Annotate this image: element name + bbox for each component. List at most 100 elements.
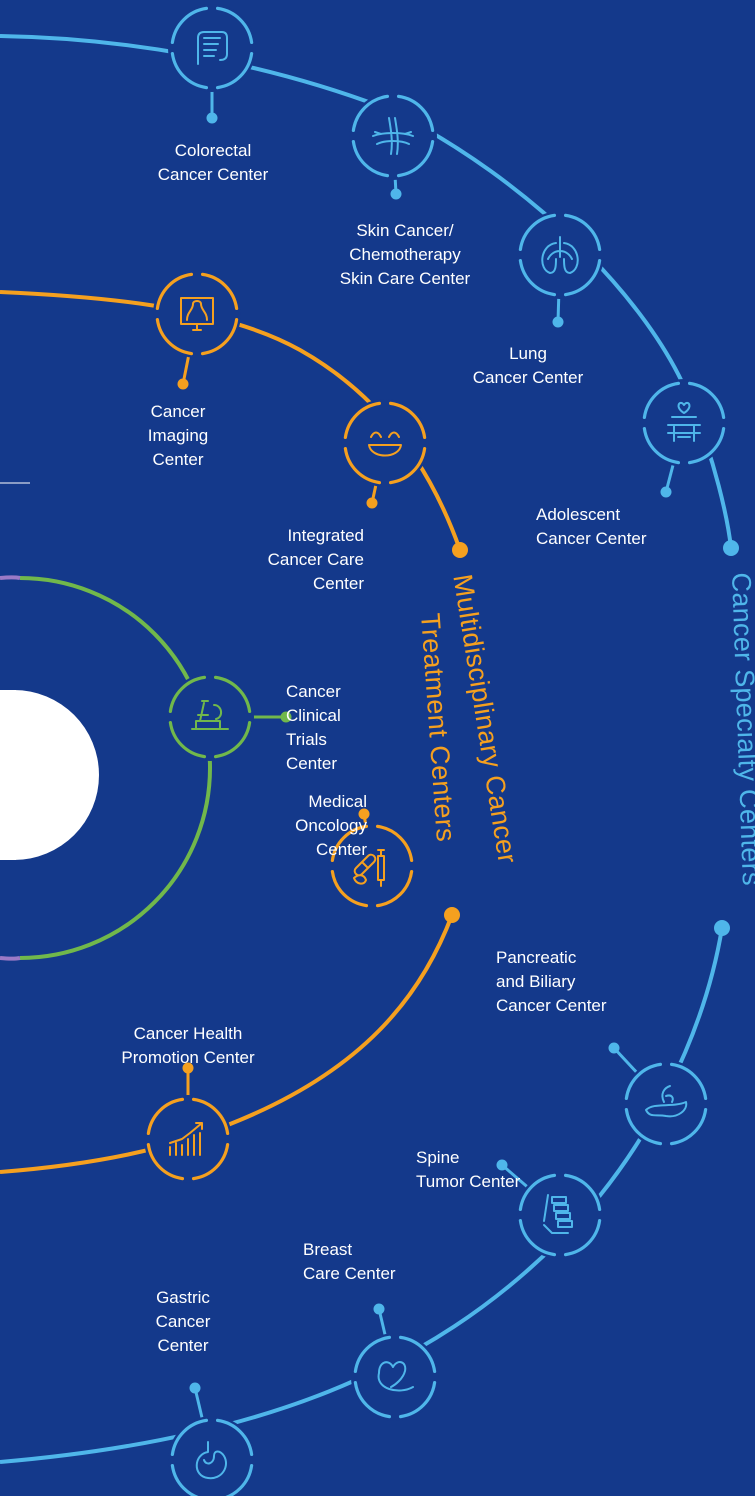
lungs-icon xyxy=(541,236,579,274)
core-white-circle xyxy=(14,690,99,860)
pancreatic-ring-segment xyxy=(669,1062,708,1101)
adolescent-ring-segment xyxy=(687,426,726,465)
pancreatic-ring-segment xyxy=(624,1107,663,1146)
adolescent-node-bg xyxy=(640,379,728,467)
skin-ring-segment xyxy=(351,139,390,178)
label-trials: Cancer Clinical Trials Center xyxy=(286,682,341,773)
breast-node-bg xyxy=(351,1333,439,1421)
pancreatic-ring-segment xyxy=(624,1062,663,1101)
core-white-edge xyxy=(0,690,16,860)
breast-node xyxy=(351,1303,439,1421)
pancreatic-ring-segment xyxy=(669,1107,708,1146)
stomach-icon xyxy=(195,1441,227,1480)
breast-ring-segment xyxy=(353,1380,392,1419)
skin-icon xyxy=(372,117,414,155)
specialty-ring-start-dot xyxy=(714,920,730,936)
medical-ring-segment xyxy=(330,824,369,863)
integrated-node-bg xyxy=(341,399,429,487)
lung-node xyxy=(516,211,604,328)
adolescent-node xyxy=(640,379,728,498)
health-node xyxy=(144,1062,232,1183)
colorectal-ring-segment xyxy=(215,51,254,90)
skin-ring-segment xyxy=(351,94,390,133)
colorectal-ring-segment xyxy=(170,6,209,45)
pancreas-icon xyxy=(645,1085,688,1118)
label-colorectal: Colorectal Cancer Center xyxy=(157,141,269,184)
label-spine: Spine Tumor Center xyxy=(416,1148,521,1191)
breast-ring-segment xyxy=(353,1335,392,1374)
breast-icon xyxy=(377,1361,414,1392)
colorectal-ring-segment xyxy=(170,51,209,90)
adolescent-ring-segment xyxy=(642,381,681,420)
trials-ring-purple-top xyxy=(0,575,21,580)
adolescent-ring-segment xyxy=(642,426,681,465)
pancreas-icon-path xyxy=(645,1085,688,1118)
spine-icon xyxy=(543,1194,573,1234)
medical-ring-segment xyxy=(375,869,414,908)
smile-icon-path xyxy=(368,431,402,457)
spine-ring-segment xyxy=(563,1173,602,1212)
adolescent-icon-path xyxy=(667,401,701,442)
trials-ring xyxy=(19,576,212,960)
skin-ring-segment xyxy=(396,94,435,133)
spine-node-bg xyxy=(516,1171,604,1259)
medical-connector-dot xyxy=(358,808,370,820)
colorectal-connector-dot xyxy=(206,112,218,124)
imaging-ring-segment xyxy=(200,317,239,356)
gastric-ring-segment xyxy=(170,1463,199,1496)
medical-node-bg xyxy=(328,822,416,910)
integrated-ring-segment xyxy=(343,401,382,440)
smile-icon xyxy=(368,431,402,457)
colorectal-ring-segment xyxy=(215,6,254,45)
health-connector-dot xyxy=(182,1062,194,1074)
trials-node xyxy=(166,673,292,761)
trials-connector-dot xyxy=(280,711,292,723)
health-ring-segment xyxy=(191,1142,230,1181)
pancreatic-node-bg xyxy=(622,1060,710,1148)
integrated-ring-segment xyxy=(388,446,427,485)
lung-connector-dot xyxy=(552,316,564,328)
lung-ring-segment xyxy=(563,258,602,297)
trials-ring-segment xyxy=(213,675,252,714)
monitor-icon xyxy=(180,297,214,331)
colorectal-node-bg xyxy=(168,4,256,92)
label-adolescent: Adolescent Cancer Center xyxy=(536,505,647,548)
label-imaging: Cancer Imaging Center xyxy=(147,402,209,469)
multi-ring-upper xyxy=(0,290,462,551)
spine-ring-segment xyxy=(563,1218,602,1257)
colon-icon xyxy=(197,31,228,65)
medical-ring-segment xyxy=(330,869,369,908)
multi-ring-end-dot xyxy=(452,542,468,558)
imaging-ring-segment xyxy=(155,272,194,311)
microscope-icon-path xyxy=(191,700,229,730)
specialty-ring-end-dot xyxy=(723,540,739,556)
spine-node xyxy=(496,1159,604,1259)
growth-chart-icon-path xyxy=(169,1122,203,1156)
integrated-ring-segment xyxy=(388,401,427,440)
spine-connector-dot xyxy=(496,1159,508,1171)
integrated-node xyxy=(341,399,429,509)
lung-ring-segment xyxy=(518,258,557,297)
skin-icon-path xyxy=(372,117,414,155)
imaging-connector-dot xyxy=(177,378,189,390)
stomach-icon-path xyxy=(195,1441,227,1480)
label-breast: Breast Care Center xyxy=(303,1240,396,1283)
multi-ring-lower xyxy=(0,914,454,1174)
imaging-node-bg xyxy=(153,270,241,358)
medical-ring-segment xyxy=(375,824,414,863)
monitor-icon-path xyxy=(180,297,214,331)
adolescent-icon xyxy=(667,401,701,442)
health-ring-segment xyxy=(191,1097,230,1136)
imaging-ring-segment xyxy=(155,317,194,356)
imaging-node xyxy=(153,270,241,390)
label-health: Cancer Health Promotion Center xyxy=(121,1024,255,1067)
adolescent-connector-dot xyxy=(660,486,672,498)
gastric-node-bg xyxy=(168,1416,256,1496)
skin-connector-dot xyxy=(390,188,402,200)
microscope-icon xyxy=(191,700,229,730)
imaging-ring-segment xyxy=(200,272,239,311)
pill-syringe-icon xyxy=(353,849,385,887)
trials-ring-segment xyxy=(213,720,252,759)
colon-icon-path xyxy=(197,31,228,65)
